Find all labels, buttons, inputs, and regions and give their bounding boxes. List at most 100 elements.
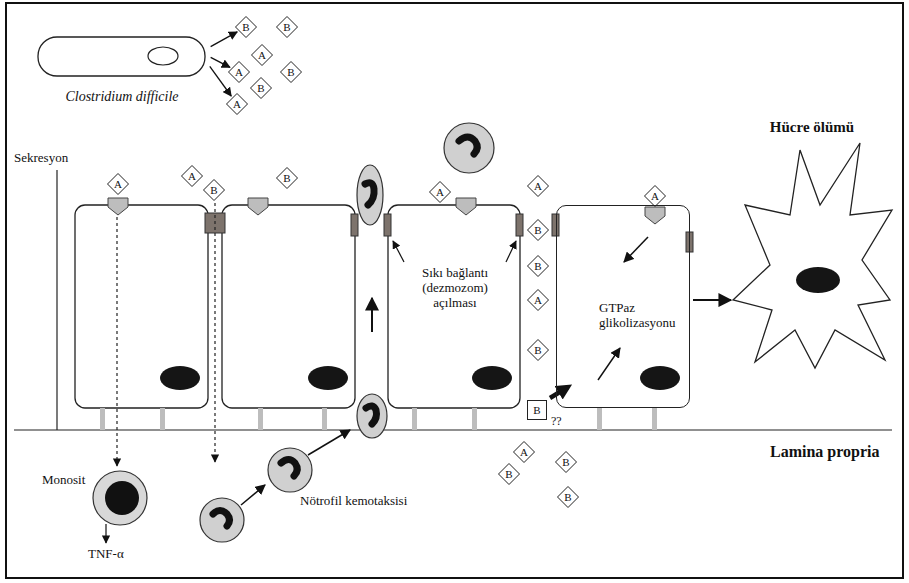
toxin-diamond: A — [513, 441, 535, 463]
tight-junction — [384, 214, 391, 236]
neutrophil — [357, 165, 383, 225]
basal-peg — [160, 408, 165, 430]
basal-peg — [597, 408, 602, 430]
connector-arrow — [211, 57, 230, 67]
diamond-outline — [528, 340, 549, 361]
toxin-letter: A — [258, 50, 266, 61]
diamond-outline — [558, 487, 579, 508]
chemotaxis-arrow — [241, 485, 265, 505]
toxin-letter: B — [534, 345, 541, 356]
diamond-outline — [251, 78, 272, 99]
neutrophil-nucleus — [365, 183, 374, 205]
basal-peg — [322, 408, 327, 430]
toxin-diamond: B — [276, 16, 298, 38]
toxin-diamond: A — [429, 181, 451, 203]
basal-peg — [258, 408, 263, 430]
frame — [6, 3, 903, 578]
diamond-outline — [277, 17, 298, 38]
basal-peg — [412, 408, 417, 430]
neutrophil — [444, 123, 494, 173]
toxin-diamond: B — [555, 451, 577, 473]
diamond-outline — [182, 166, 203, 187]
toxin-letter: A — [534, 295, 542, 306]
toxin-letter: B — [283, 173, 290, 184]
annotation-label: Sıkı bağlantı (dezmozom) açılması — [405, 265, 505, 310]
connector-arrow — [211, 32, 238, 47]
toxin-diamond: B — [498, 463, 520, 485]
toxin-letter: B — [564, 492, 571, 503]
diamond-outline — [528, 256, 549, 277]
toxin-diamond: A — [644, 185, 666, 207]
toxin-letter: A — [235, 67, 243, 78]
toxin-letter: B — [257, 83, 264, 94]
toxin-entry-arrow — [550, 387, 568, 398]
migration-arrow — [371, 298, 373, 332]
neutrophil — [200, 498, 244, 542]
toxin-diamond: B — [250, 77, 272, 99]
diamond-outline — [430, 182, 451, 203]
toxin-letter: A — [114, 179, 122, 190]
dying-cell: Hücre ölümü — [728, 118, 896, 372]
region-label: Sekresyon — [14, 150, 68, 165]
connector-arrow — [693, 299, 731, 301]
toxin-diamond: B — [276, 167, 298, 189]
node-text: Clostridium difficile — [36, 88, 208, 105]
toxin-diamond: B — [527, 219, 549, 241]
toxin-letter: B — [210, 185, 217, 196]
cell-nucleus — [640, 366, 680, 390]
diamond-outline — [528, 220, 549, 241]
toxin-diamond: B — [527, 339, 549, 361]
chemotaxis-arrow — [308, 430, 350, 455]
cell-nucleus — [472, 366, 512, 390]
toxin-letter: B — [533, 405, 540, 416]
toxin-diamond: A — [181, 165, 203, 187]
tight-junction — [351, 214, 358, 236]
diamond-outline — [499, 464, 520, 485]
leader-arrow — [506, 241, 516, 262]
toxin-receptor — [248, 198, 268, 215]
diamond-outline — [204, 180, 225, 201]
leader-arrow — [393, 241, 404, 262]
toxin-letter: A — [651, 191, 659, 202]
toxin-diamond: A — [107, 173, 129, 195]
secretion-arrow — [214, 203, 215, 462]
annotation-label: ?? — [551, 415, 562, 427]
neutrophil-nucleus — [459, 137, 477, 154]
diamond-outline — [277, 168, 298, 189]
toxin-letter: B — [534, 225, 541, 236]
monocyte-nucleus — [105, 481, 139, 515]
diamond-outline — [528, 176, 549, 197]
toxin-receptor — [456, 198, 476, 215]
toxin-diamond: B — [280, 61, 302, 83]
diamond-outline — [236, 17, 257, 38]
toxin-letter: A — [436, 187, 444, 198]
secretion-axis — [56, 170, 57, 430]
region-label: Lamina propria — [770, 443, 880, 461]
toxin-diamond: A — [527, 175, 549, 197]
tight-junction — [516, 214, 523, 236]
basal-peg — [652, 408, 657, 430]
toxin-letter: A — [520, 447, 528, 458]
toxin-diamond: B — [203, 179, 225, 201]
neutrophil-body — [268, 448, 312, 492]
diamond-outline — [556, 452, 577, 473]
toxin-letter: B — [283, 22, 290, 33]
toxin-letter: B — [287, 67, 294, 78]
basement-line — [14, 429, 892, 430]
basal-peg — [100, 408, 105, 430]
toxin-box: B — [527, 400, 547, 420]
toxin-letter: B — [242, 22, 249, 33]
toxin-action-arrow — [598, 348, 620, 380]
dying-cell-shape — [728, 118, 896, 372]
cell-nucleus — [308, 366, 348, 390]
epithelial-cell: GTPaz glikolizasyonu — [556, 205, 690, 408]
neutrophil-nucleus — [213, 511, 230, 527]
toxin-receptor — [645, 207, 665, 224]
basal-peg — [472, 408, 477, 430]
toxin-letter: A — [233, 99, 241, 110]
neutrophil-nucleus — [366, 406, 377, 424]
diamond-outline — [229, 62, 250, 83]
epithelial-cell — [388, 205, 520, 408]
cell-nucleus — [796, 267, 840, 293]
bacterium: Clostridium difficile — [36, 36, 208, 108]
